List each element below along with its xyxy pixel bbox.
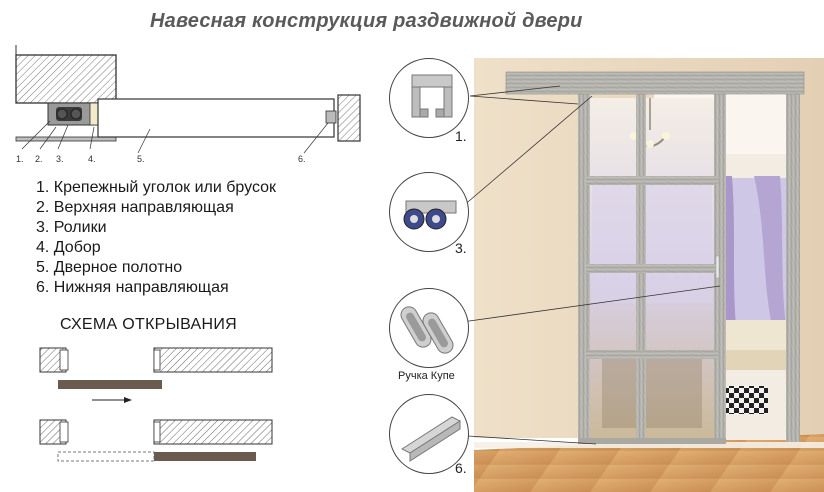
section-number-3: 3. — [56, 154, 64, 164]
bottom-guide-icon — [400, 416, 462, 462]
opening-scheme — [39, 347, 273, 462]
legend-item: 2. Верхняя направляющая — [36, 199, 234, 216]
ceiling-beam — [15, 54, 117, 104]
top-guide-icon — [411, 74, 453, 118]
scheme-title: СХЕМА ОТКРЫВАНИЯ — [60, 316, 238, 333]
handle-icon — [400, 306, 454, 354]
callout-number-3: 3. — [455, 240, 467, 256]
section-drawing — [15, 45, 361, 154]
door-bar — [58, 380, 162, 389]
bottom-guide — [325, 110, 337, 124]
legend-item: 5. Дверное полотно — [36, 259, 183, 276]
legend-item: 6. Нижняя направляющая — [36, 279, 229, 296]
door-photo — [474, 58, 824, 492]
handle-caption: Ручка Купе — [398, 370, 455, 382]
callout-number-1: 1. — [455, 128, 467, 144]
bottom-rail — [578, 438, 726, 444]
scheme-closed — [39, 347, 273, 403]
legend-item: 1. Крепежный уголок или брусок — [36, 179, 277, 196]
section-number-5: 5. — [137, 154, 145, 164]
section-number-4: 4. — [88, 154, 96, 164]
parts-legend: 1. Крепежный уголок или брусок 2. Верхня… — [36, 178, 276, 298]
rollers-icon — [403, 200, 457, 230]
legend-item: 3. Ролики — [36, 219, 107, 236]
section-number-2: 2. — [35, 154, 43, 164]
scheme-open — [39, 419, 273, 462]
callout-circle-bottom-guide — [389, 394, 469, 474]
legend-item: 4. Добор — [36, 239, 101, 256]
callout-number-6: 6. — [455, 460, 467, 476]
top-rail — [505, 71, 805, 95]
right-wall — [337, 94, 361, 142]
section-number-1: 1. — [16, 154, 24, 164]
callout-circle-rollers — [389, 172, 469, 252]
door-bar-open — [154, 452, 256, 461]
section-number-6: 6. — [298, 154, 306, 164]
diagram-title: Навесная конструкция раздвижной двери — [150, 10, 583, 32]
callout-circle-top-guide — [389, 58, 469, 138]
callout-circle-handle — [389, 288, 469, 368]
